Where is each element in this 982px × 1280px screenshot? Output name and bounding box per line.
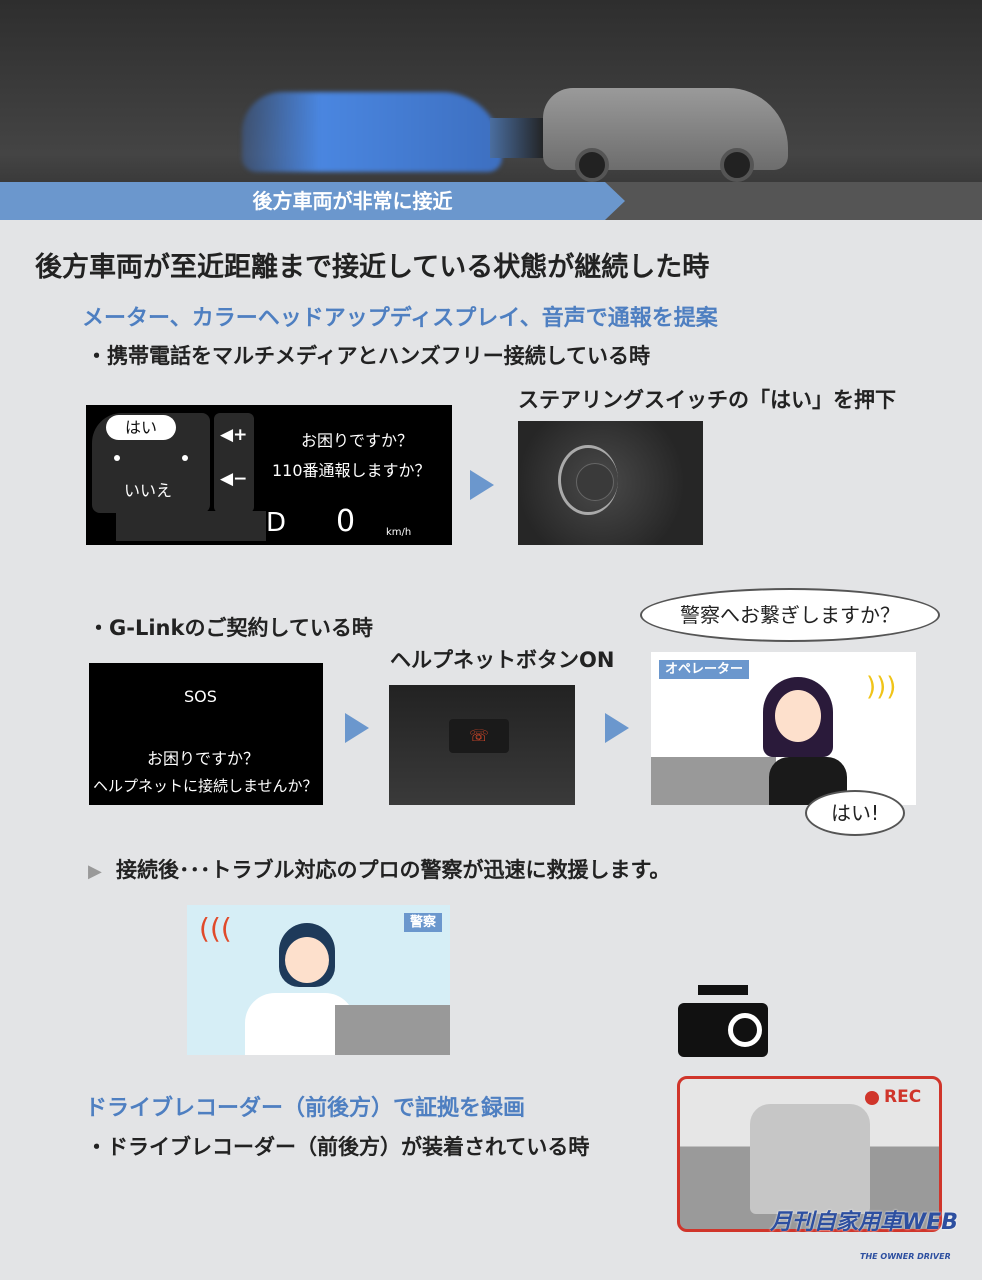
helpnet-button-icon: ☏ xyxy=(449,719,509,753)
sos-line1: お困りですか？ xyxy=(147,749,260,768)
watermark-sub: THE OWNER DRIVER xyxy=(860,1252,951,1261)
dot xyxy=(182,455,188,461)
dashcam-icon xyxy=(678,985,768,1057)
rec-label: REC xyxy=(884,1087,922,1107)
recording-frame: REC xyxy=(677,1076,942,1232)
operator-illustration: オペレーター ))) xyxy=(651,652,916,805)
signal-waves-icon: ))) xyxy=(199,912,232,945)
wheel xyxy=(720,148,754,182)
helpnet-label: ヘルプネットボタンON xyxy=(390,648,615,672)
section3-title: ドライブレコーダー（前後方）で証拠を録画 xyxy=(85,1096,526,1121)
watermark-logo: 月刊自家用車WEB xyxy=(770,1210,959,1235)
arrow-right-icon xyxy=(605,713,629,743)
section1-bullet: ・携帯電話をマルチメディアとハンズフリー接続している時 xyxy=(86,344,651,368)
header-image-area xyxy=(0,0,982,182)
sos-phone-icon: SOS xyxy=(184,687,217,706)
section2-bullet: ・G-Linkのご契約している時 xyxy=(88,616,373,640)
operator-face xyxy=(775,690,821,742)
volume-panel xyxy=(214,413,254,513)
car-front xyxy=(750,1104,870,1214)
section1-title: メーター、カラーヘッドアップディスプレイ、音声で通報を提案 xyxy=(82,306,718,331)
desk xyxy=(335,1005,450,1055)
sos-line2: ヘルプネットに接続しませんか？ xyxy=(93,777,318,795)
after-text: 接続後･･･トラブル対応のプロの警察が迅速に救援します。 xyxy=(116,858,671,882)
steering-trim xyxy=(558,445,618,515)
sos-screen: SOS お困りですか？ ヘルプネットに接続しませんか？ xyxy=(89,663,323,805)
page-heading: 後方車両が至近距離まで接近している状態が継続した時 xyxy=(35,252,710,283)
prompt-line2: 110番通報しますか？ xyxy=(272,461,431,480)
speech-bubble-question: 警察へお繋ぎしますか？ xyxy=(640,588,940,642)
volume-up-icon: ◀+ xyxy=(220,425,248,445)
banner-arrow xyxy=(0,182,625,220)
steering-label: ステアリングスイッチの「はい」を押下 xyxy=(518,388,896,412)
volume-down-icon: ◀− xyxy=(220,469,248,489)
speed-value: 0 xyxy=(336,504,356,539)
panel-base xyxy=(116,511,266,541)
arrow-right-icon xyxy=(470,470,494,500)
signal-waves-icon: ))) xyxy=(866,672,897,702)
wheel xyxy=(575,148,609,182)
gear-indicator: D xyxy=(266,508,287,538)
dashcam-lens xyxy=(728,1013,762,1047)
banner-text: 後方車両が非常に接近 xyxy=(252,189,453,213)
speed-unit: km/h xyxy=(386,527,412,538)
helpnet-button-photo: ☏ xyxy=(389,685,575,805)
operator-label: オペレーター xyxy=(659,660,750,679)
police-illustration: 警察 ))) xyxy=(187,905,450,1055)
approaching-car-blue xyxy=(242,92,502,172)
rec-dot-icon xyxy=(865,1091,879,1105)
yes-option: はい xyxy=(106,415,176,440)
dot xyxy=(114,455,120,461)
proximity-gap xyxy=(490,118,545,158)
section3-bullet: ・ドライブレコーダー（前後方）が装着されている時 xyxy=(86,1135,590,1159)
police-label: 警察 xyxy=(403,913,442,932)
steering-button-pad xyxy=(576,463,614,501)
desk xyxy=(651,757,776,805)
arrow-right-icon xyxy=(345,713,369,743)
speech-bubble-answer: はい! xyxy=(805,790,905,836)
meter-display: はい いいえ ◀+ ◀− お困りですか？ 110番通報しますか？ D 0 km/… xyxy=(86,405,452,545)
no-option: いいえ xyxy=(124,481,173,500)
dashcam-mount xyxy=(698,985,748,995)
prompt-line1: お困りですか？ xyxy=(301,431,414,450)
steering-switch-photo xyxy=(518,421,703,545)
play-marker-icon: ▶ xyxy=(88,861,102,882)
police-face xyxy=(285,937,329,983)
